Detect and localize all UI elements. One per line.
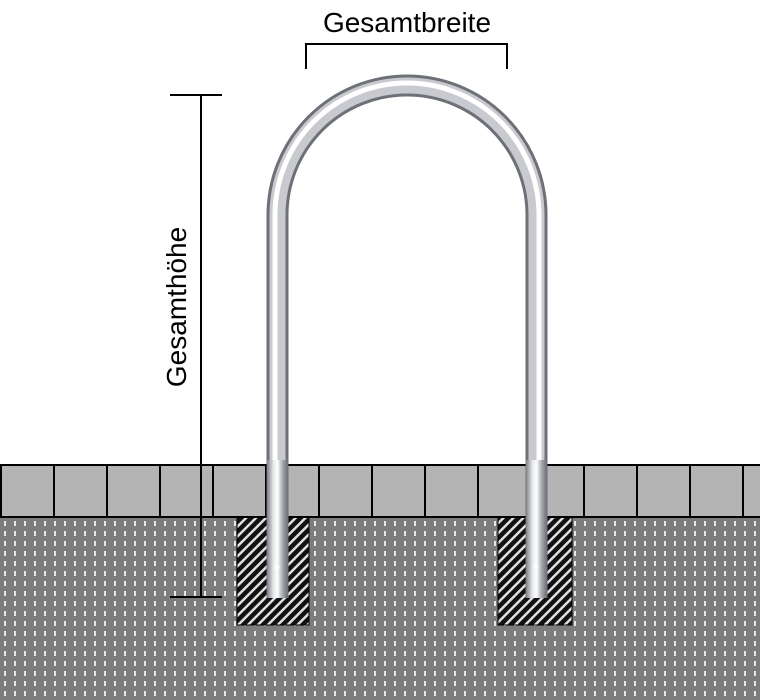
paving-stone	[689, 464, 744, 518]
width-dimension	[305, 43, 508, 69]
paving-stone	[212, 464, 267, 518]
paving-stone	[53, 464, 108, 518]
ground	[0, 517, 760, 700]
width-label: Gesamtbreite	[323, 7, 491, 38]
paving-stone	[636, 464, 691, 518]
paving-row	[0, 464, 760, 518]
paving-stone	[0, 464, 55, 518]
paving-stone	[106, 464, 161, 518]
paving-stone	[159, 464, 214, 518]
paving-stone	[318, 464, 373, 518]
height-dimension	[170, 94, 222, 598]
paving-stone	[424, 464, 479, 518]
paving-stone	[371, 464, 426, 518]
paving-stone	[742, 464, 760, 518]
bike-stand-pipe	[266, 74, 548, 598]
paving-stone	[583, 464, 638, 518]
paving-stone	[477, 464, 532, 518]
height-label: Gesamthöhe	[161, 227, 192, 387]
